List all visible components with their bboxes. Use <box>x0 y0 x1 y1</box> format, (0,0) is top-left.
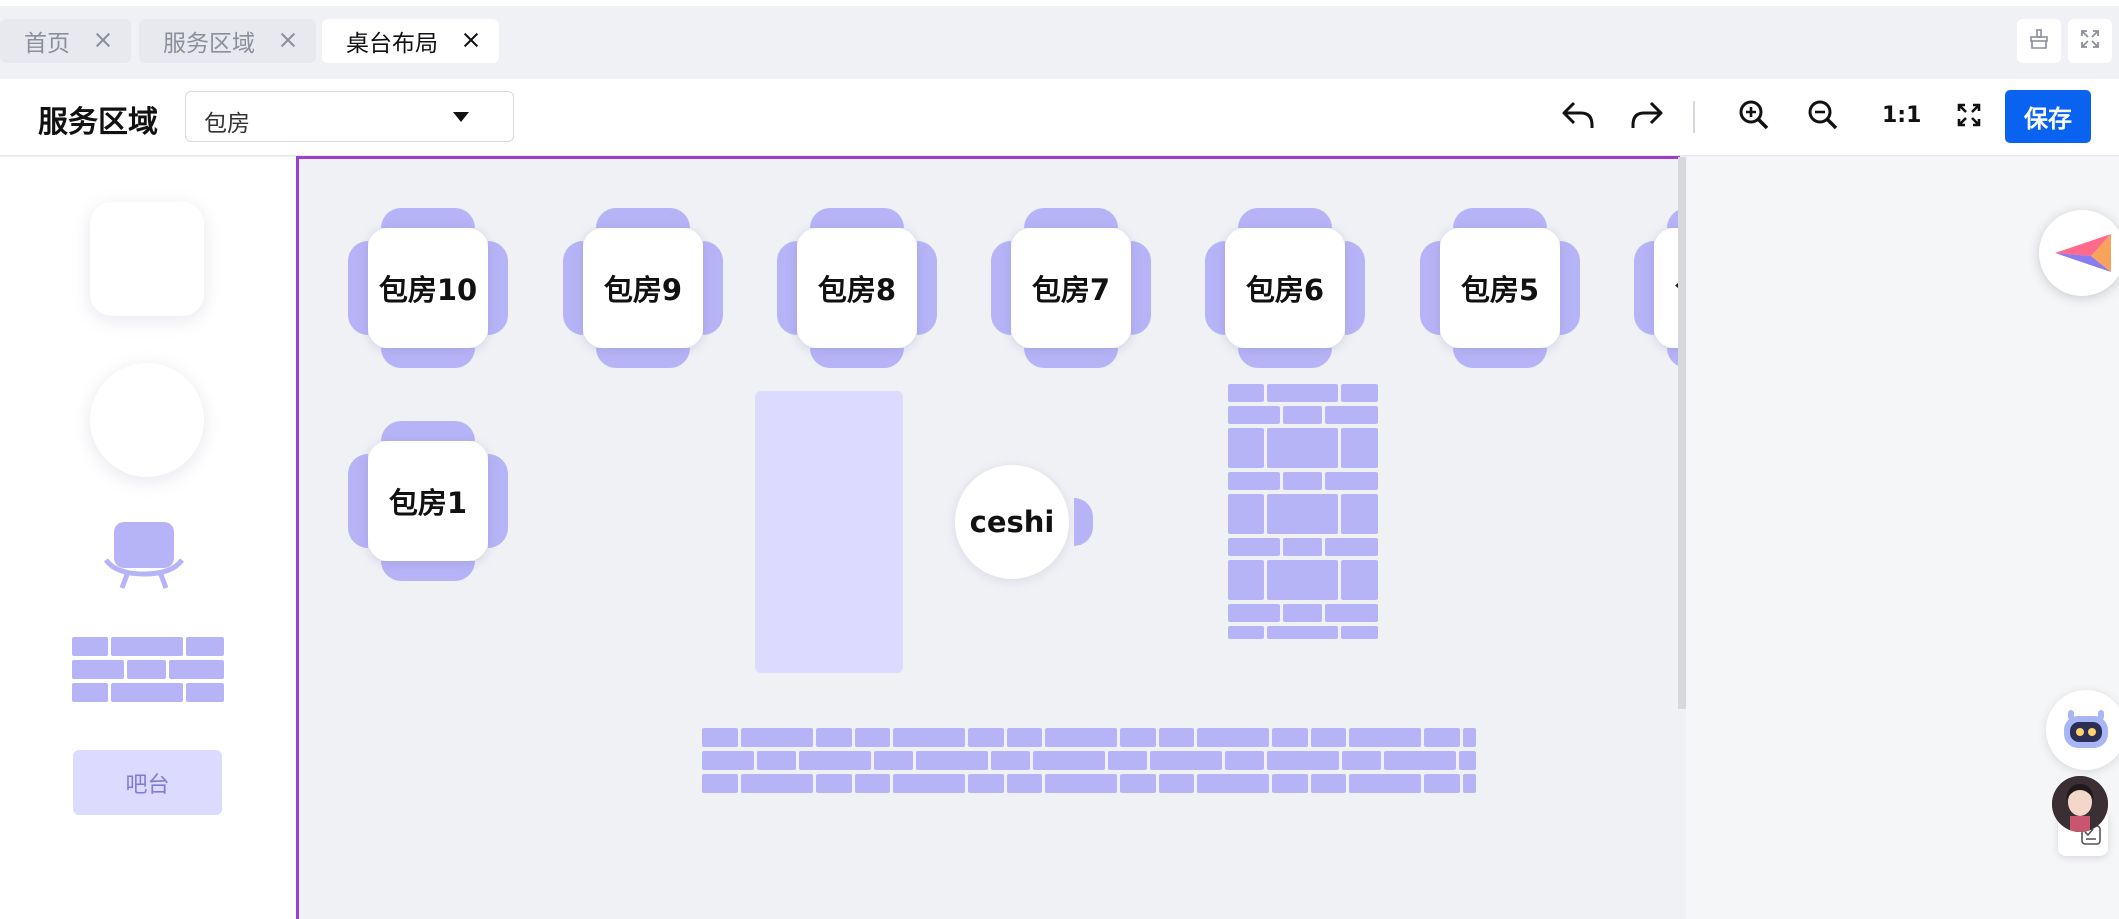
brick-wall-icon <box>72 637 224 707</box>
round-table-item[interactable]: ceshi <box>955 465 1069 579</box>
chair <box>1345 241 1365 335</box>
caret-down-icon <box>453 112 469 122</box>
palette-square-table[interactable] <box>90 202 204 316</box>
chair <box>381 348 475 368</box>
top-strip <box>0 0 2119 6</box>
close-icon[interactable] <box>278 30 298 50</box>
table-item[interactable]: 包房6 <box>1205 208 1365 368</box>
ai-assistant-button[interactable] <box>2046 690 2119 770</box>
area-select-value: 包房 <box>204 111 250 137</box>
area-select[interactable]: 包房 <box>185 91 514 142</box>
chair <box>777 241 797 335</box>
canvas-scrollbar[interactable] <box>1678 157 1686 709</box>
chair <box>1560 241 1580 335</box>
chair <box>991 241 1011 335</box>
wall-item[interactable] <box>1228 384 1378 643</box>
properties-panel <box>1686 157 2119 919</box>
palette-wall[interactable] <box>72 637 224 707</box>
fit-screen-button[interactable] <box>1949 97 1989 137</box>
zoom-out-button[interactable] <box>1803 97 1843 137</box>
chair <box>1634 241 1654 335</box>
palette-chair[interactable] <box>103 522 186 594</box>
chair <box>1074 498 1093 546</box>
chair <box>381 561 475 581</box>
zoom-in-icon <box>1738 99 1770 135</box>
chair <box>1238 208 1332 228</box>
chair <box>488 454 508 548</box>
tab-table-layout[interactable]: 桌台布局 <box>322 19 499 63</box>
tab-home[interactable]: 首页 <box>0 19 131 63</box>
chair <box>1024 348 1118 368</box>
palette-bar-counter[interactable]: 吧台 <box>73 750 222 815</box>
palette-round-table[interactable] <box>90 363 204 477</box>
table-item[interactable]: 包房4 <box>1634 208 1680 368</box>
chair <box>1131 241 1151 335</box>
paper-plane-icon <box>2053 230 2113 280</box>
table-item[interactable]: 包房9 <box>563 208 723 368</box>
tab-label: 桌台布局 <box>346 31 438 57</box>
toolbar-divider <box>1693 101 1695 133</box>
wall-item[interactable] <box>702 728 1476 800</box>
tab-service-area[interactable]: 服务区域 <box>139 19 316 63</box>
table-item[interactable]: 包房10 <box>348 208 508 368</box>
redo-icon <box>1630 99 1664 135</box>
chair <box>348 241 368 335</box>
table-item[interactable]: 包房1 <box>348 421 508 581</box>
chair <box>596 208 690 228</box>
redo-button[interactable] <box>1627 97 1667 137</box>
toolbar: 服务区域 包房 1:1 保存 <box>0 79 2119 156</box>
table-label: 包房8 <box>797 228 917 348</box>
tab-label: 服务区域 <box>163 31 255 57</box>
table-label: 包房7 <box>1011 228 1131 348</box>
bar-counter-item[interactable] <box>755 391 903 673</box>
broom-icon <box>2028 28 2050 54</box>
tab-label: 首页 <box>24 31 70 57</box>
chair <box>1453 348 1547 368</box>
chair <box>1453 208 1547 228</box>
table-label: 包房10 <box>368 228 488 348</box>
chair <box>381 208 475 228</box>
table-label: 包房6 <box>1225 228 1345 348</box>
table-label: 包房4 <box>1654 228 1680 348</box>
zoom-in-button[interactable] <box>1734 97 1774 137</box>
fullscreen-button[interactable] <box>2068 19 2112 63</box>
layout-canvas[interactable]: 包房10 包房9 包房8 包房7 包房6 包房5 包房4 包房1 ceshi <box>296 156 1680 919</box>
chair <box>381 421 475 441</box>
chair <box>596 348 690 368</box>
chair-icon <box>103 522 186 594</box>
chair <box>1238 348 1332 368</box>
chair <box>563 241 583 335</box>
zoom-out-icon <box>1807 99 1839 135</box>
chair <box>810 208 904 228</box>
expand-icon <box>2079 28 2101 54</box>
table-item[interactable]: 包房7 <box>991 208 1151 368</box>
chair <box>488 241 508 335</box>
chair <box>703 241 723 335</box>
table-item[interactable]: 包房8 <box>777 208 937 368</box>
user-avatar[interactable] <box>2052 776 2108 832</box>
chair <box>348 454 368 548</box>
undo-icon <box>1561 99 1595 135</box>
save-button[interactable]: 保存 <box>2005 90 2091 143</box>
table-item[interactable]: 包房5 <box>1420 208 1580 368</box>
chair <box>1205 241 1225 335</box>
page-title: 服务区域 <box>38 105 158 140</box>
tab-bar: 首页 服务区域 桌台布局 <box>0 0 2119 79</box>
clear-tabs-button[interactable] <box>2017 19 2061 63</box>
component-palette: 吧台 <box>0 157 296 919</box>
fit-screen-icon <box>1956 102 1982 132</box>
send-assistant-button[interactable] <box>2039 210 2119 296</box>
chair <box>810 348 904 368</box>
chair <box>1420 241 1440 335</box>
robot-icon <box>2060 708 2112 756</box>
table-label: 包房1 <box>368 441 488 561</box>
chair <box>1024 208 1118 228</box>
close-icon[interactable] <box>461 30 481 50</box>
table-label: 包房9 <box>583 228 703 348</box>
table-label: 包房5 <box>1440 228 1560 348</box>
undo-button[interactable] <box>1558 97 1598 137</box>
close-icon[interactable] <box>93 30 113 50</box>
chair <box>917 241 937 335</box>
reset-zoom-button[interactable]: 1:1 <box>1882 103 1922 128</box>
